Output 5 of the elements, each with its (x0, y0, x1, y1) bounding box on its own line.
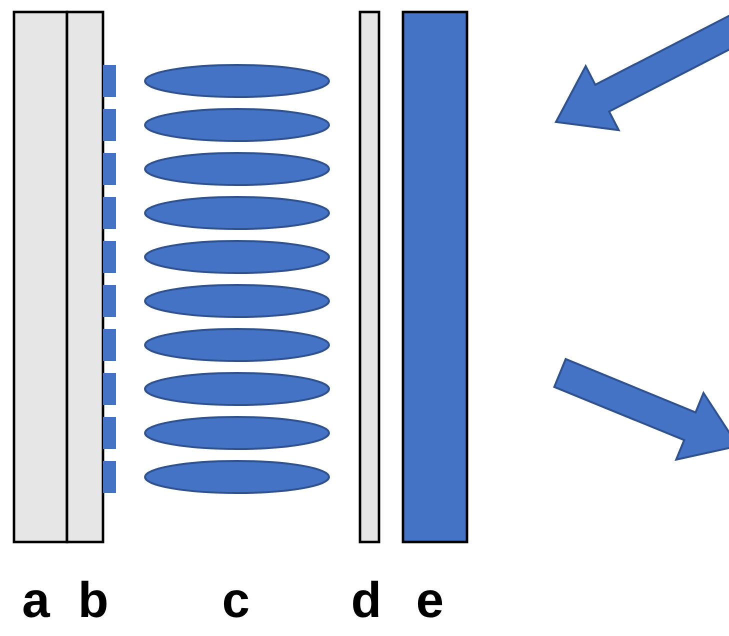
part-label: a (22, 572, 50, 628)
part-label: e (416, 572, 444, 628)
part-label: c (222, 572, 250, 628)
part-label: d (351, 572, 382, 628)
part-label: b (78, 572, 109, 628)
